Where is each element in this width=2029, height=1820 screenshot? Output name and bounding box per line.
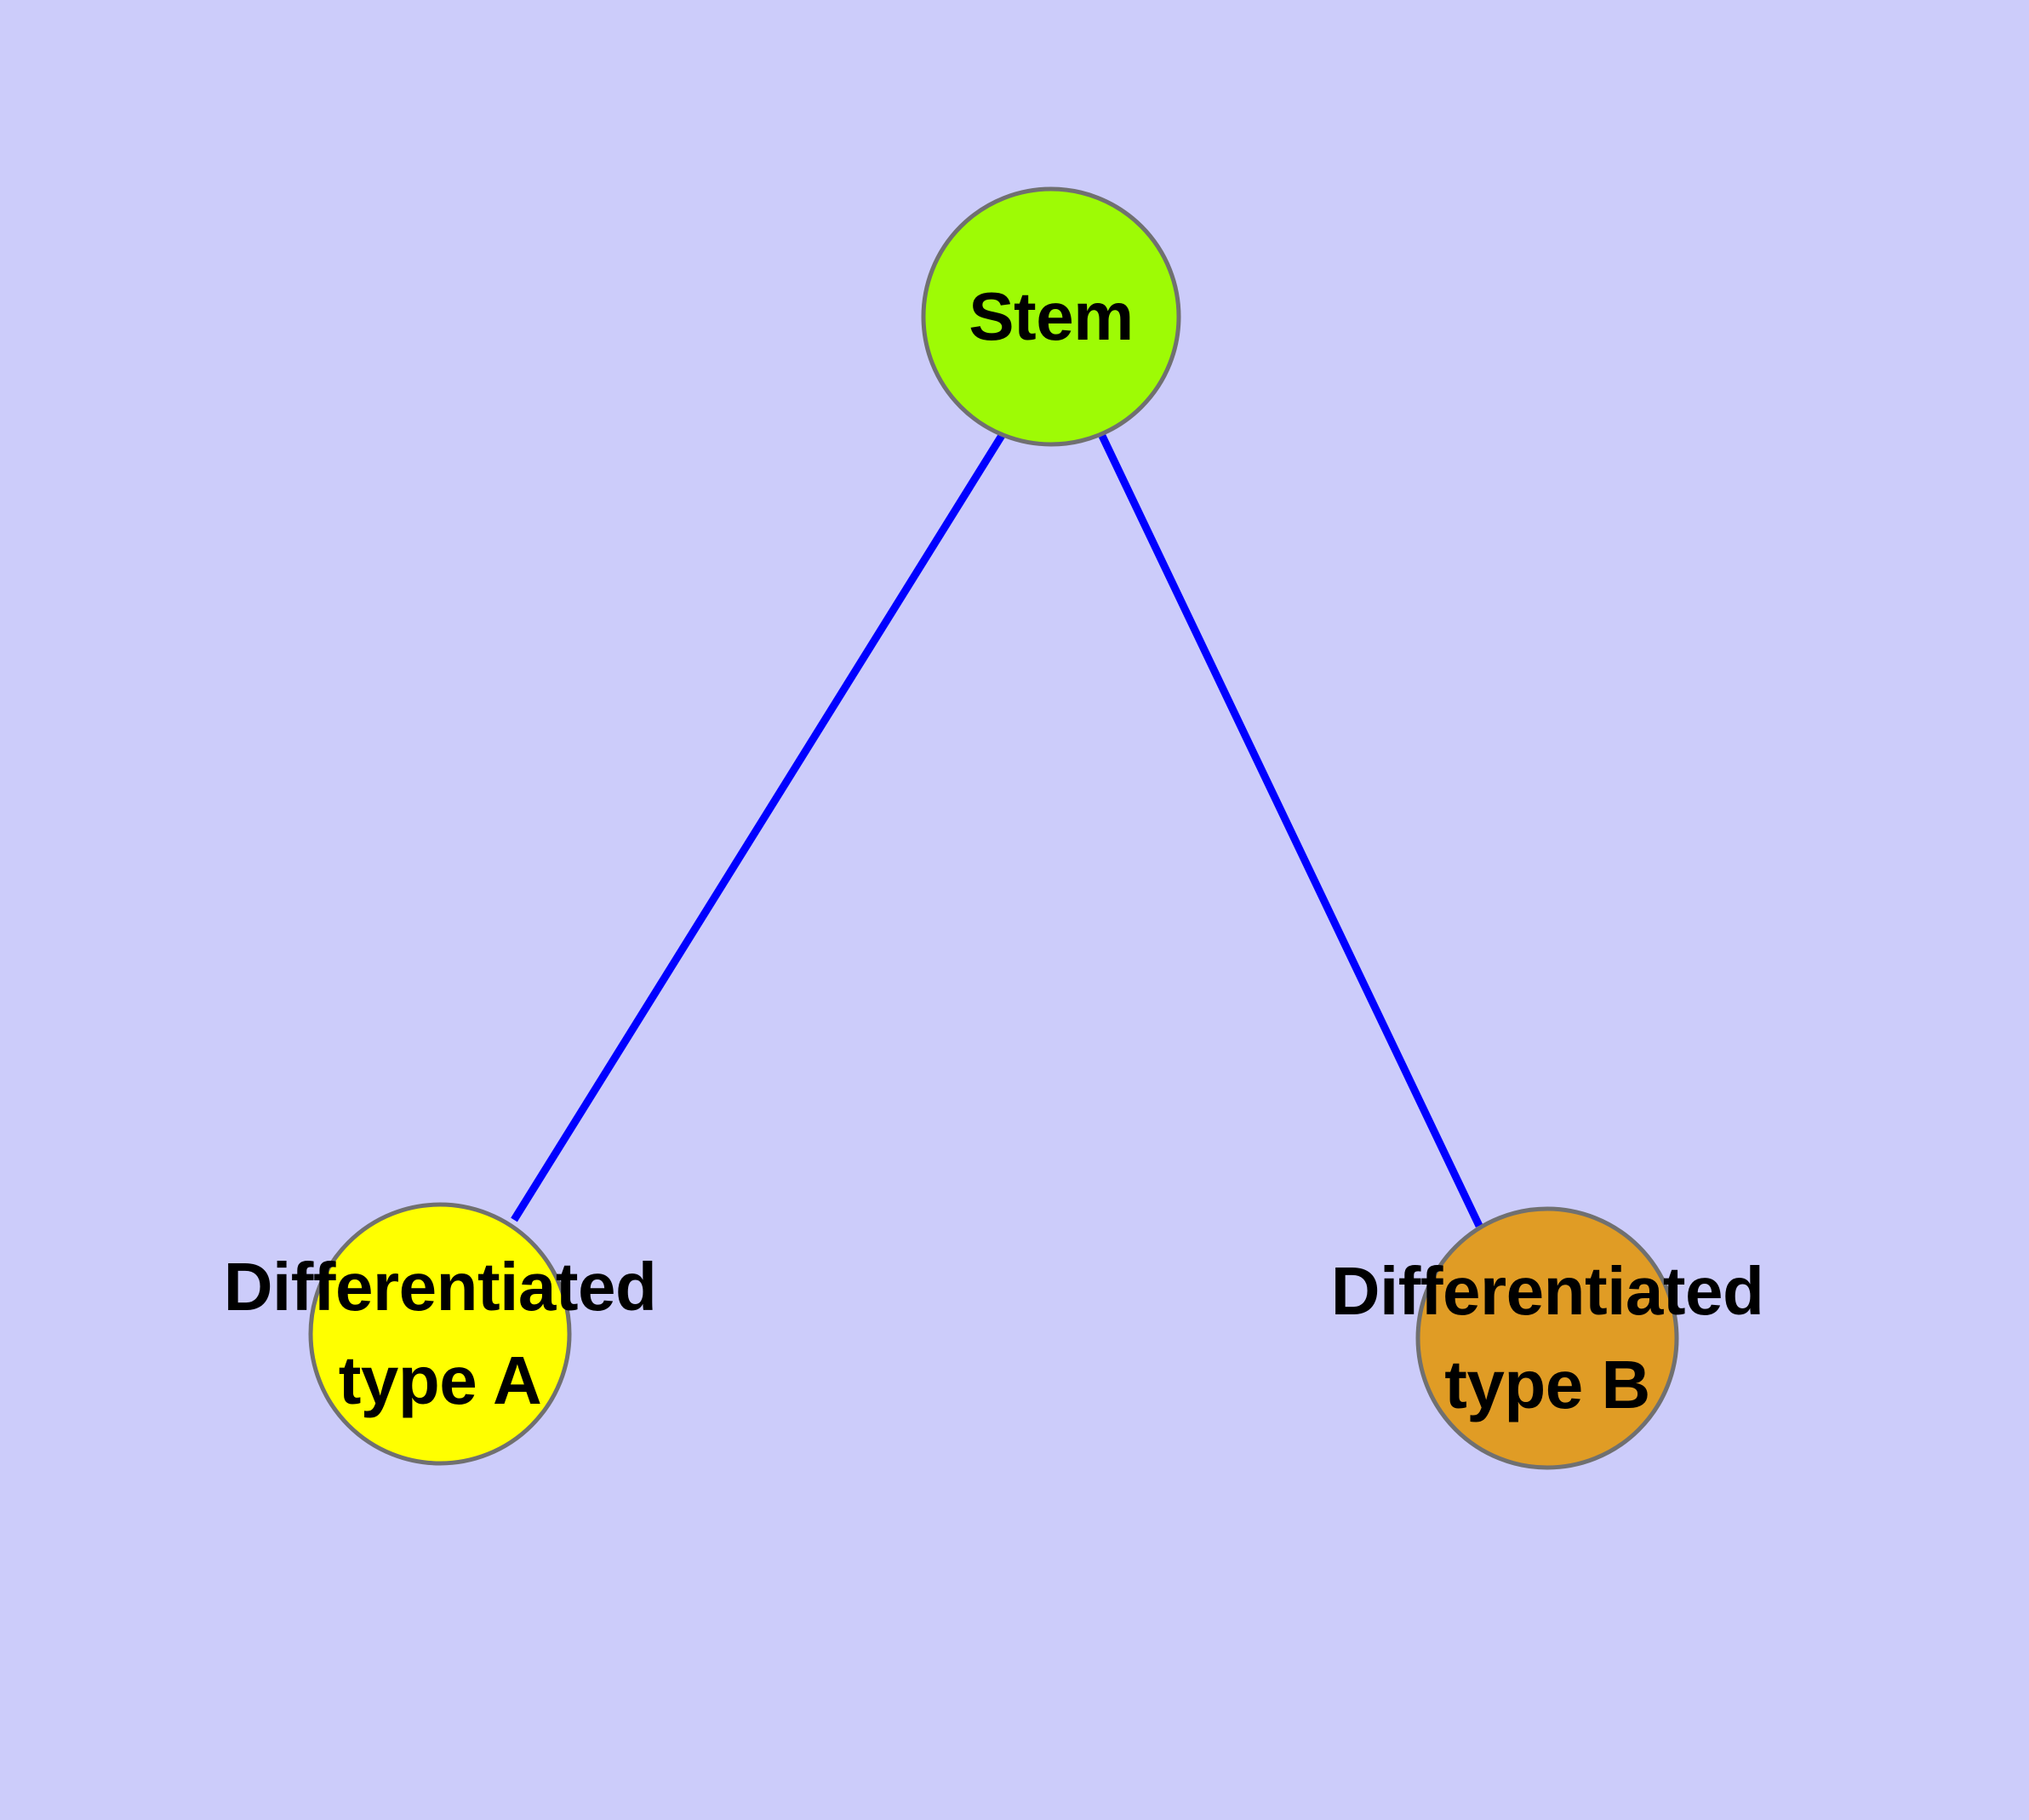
edges-group — [511, 432, 1483, 1228]
edge-stem-to-a — [511, 432, 1006, 1222]
nodes-group — [308, 186, 1679, 1470]
edge-stem-to-b — [1098, 434, 1483, 1228]
node-circle-stem[interactable] — [921, 186, 1181, 447]
node-circle-diff_b[interactable] — [1415, 1206, 1679, 1470]
node-circle-diff_a[interactable] — [308, 1202, 572, 1466]
